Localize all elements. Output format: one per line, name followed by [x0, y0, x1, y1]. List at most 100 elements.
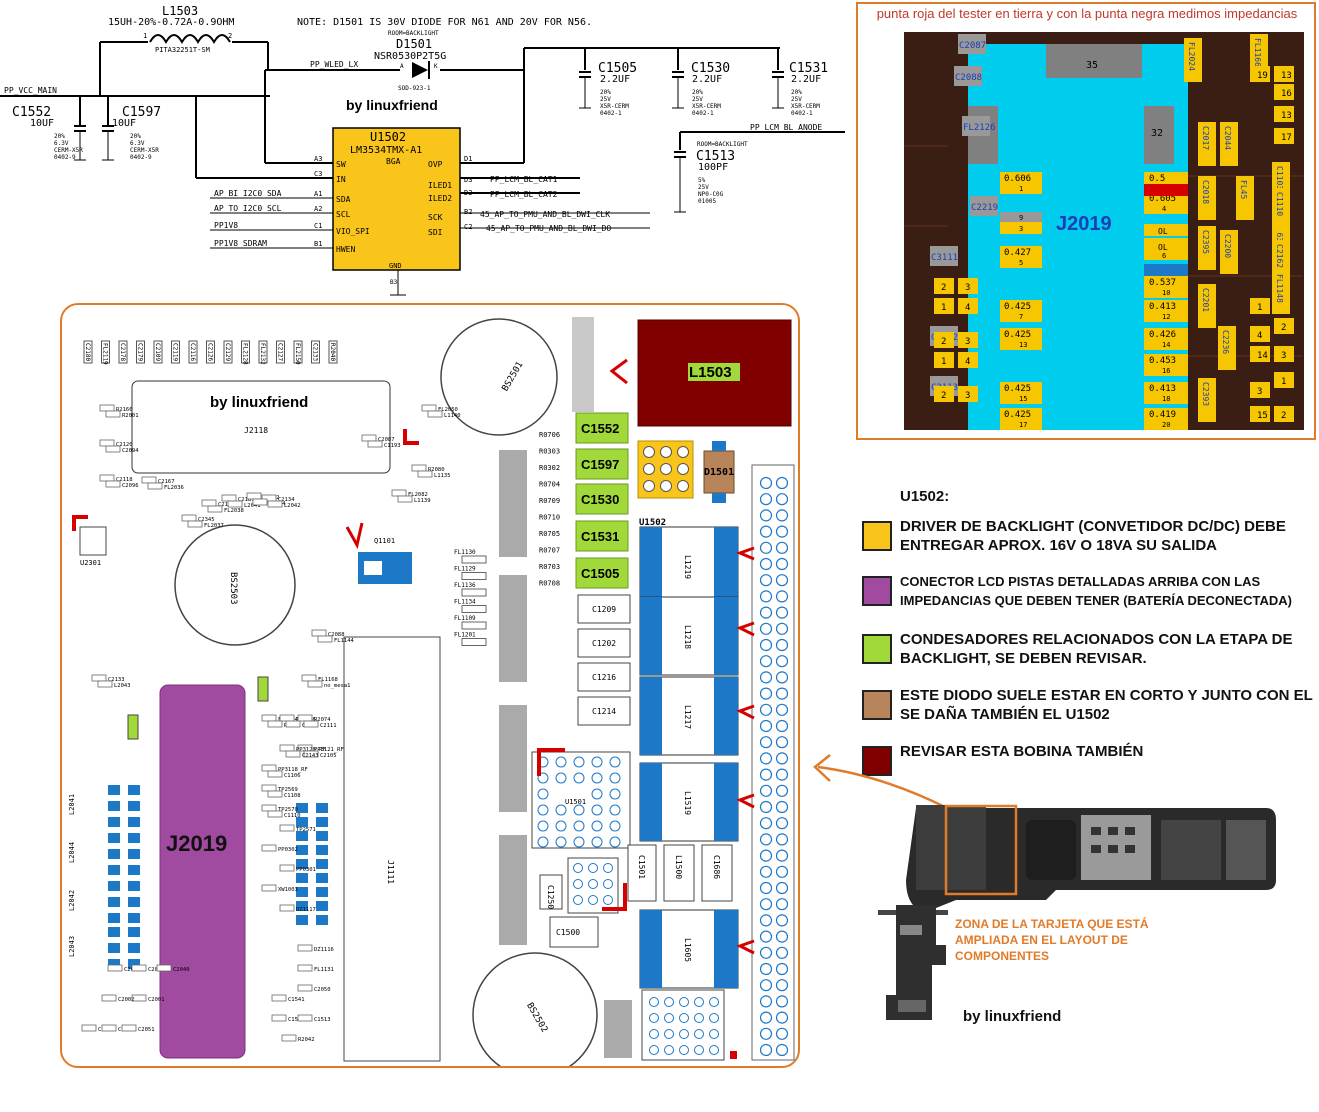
j2118-connector[interactable] — [131, 380, 391, 474]
left-inductor-pad — [108, 801, 120, 811]
inductor-label: L1219 — [683, 555, 692, 579]
right-pad-18[interactable] — [1144, 382, 1188, 404]
u1502-pkg: BGA — [386, 157, 401, 166]
part-c1500[interactable] — [549, 916, 599, 948]
u1502-ball — [677, 463, 689, 475]
small-part-label: C2134 — [278, 497, 295, 503]
u1501-ball — [537, 820, 549, 832]
top-row-label: FL2128 — [242, 343, 249, 365]
green-cap-c1505[interactable] — [575, 557, 629, 589]
cap-spec: CERM-X5R — [130, 147, 159, 154]
legend-swatch — [862, 521, 892, 551]
ol-pad-2 — [1144, 238, 1188, 260]
btb-pin — [775, 817, 789, 830]
left-pad-15[interactable] — [1000, 382, 1042, 404]
bottom-grid-ball — [679, 1029, 689, 1039]
net-pp1v8-sdram: PP1V8_SDRAM — [214, 239, 267, 248]
u2301-footprint[interactable] — [79, 526, 107, 556]
right-pad-16[interactable] — [1144, 354, 1188, 376]
j2019-lcd-connector[interactable] — [159, 684, 246, 1059]
right-pad-12[interactable] — [1144, 300, 1188, 322]
part-l1500[interactable] — [663, 844, 695, 902]
u1502-pin-ovp: OVP — [428, 160, 443, 169]
left-pad-13[interactable] — [1000, 328, 1042, 350]
right-pad-4[interactable] — [1144, 192, 1188, 214]
part-c1501[interactable] — [627, 844, 657, 902]
zoom-small-num: 1 — [941, 357, 946, 367]
zoom-small-pad — [1250, 406, 1270, 422]
resistor-label: R0303 — [539, 448, 560, 456]
btb-pin — [759, 1027, 773, 1040]
u1501-footprint[interactable] — [531, 751, 631, 849]
left-pad-1[interactable] — [1000, 172, 1042, 194]
u1502-pin-iled1: ILED1 — [428, 181, 452, 190]
right-pad-num: 4 — [1162, 205, 1166, 213]
green-cap-c1530[interactable] — [575, 483, 629, 515]
right-pad-20[interactable] — [1144, 408, 1188, 430]
green-cap-c1531[interactable] — [575, 520, 629, 552]
small-part — [307, 680, 323, 688]
left-pad-5[interactable] — [1000, 246, 1042, 268]
pp3121-strip — [572, 317, 594, 412]
left-inductor-pad — [128, 833, 140, 843]
small-part-label: PP3118_RF — [278, 767, 308, 773]
center-inductor-pad — [296, 873, 308, 883]
right-pad-10[interactable] — [1144, 276, 1188, 298]
top-row-part — [223, 340, 233, 364]
u1502-chip[interactable] — [332, 127, 461, 271]
logic-board-photo[interactable] — [876, 800, 1276, 915]
green-cap-c1597[interactable] — [575, 448, 629, 480]
zoom-comp-label: C2219 — [971, 203, 998, 213]
u1502-ball — [660, 480, 672, 492]
small-part-label: C2087 — [378, 437, 395, 443]
left-inductor-pad — [128, 801, 140, 811]
filter-label: FL1134 — [454, 599, 476, 606]
small-part-label: C2181 — [238, 497, 255, 503]
zoom-comp-right — [1220, 230, 1238, 274]
pad-9 — [1000, 212, 1042, 222]
zoom-small-pad — [1250, 326, 1270, 342]
small-part-label: TP2570 — [278, 807, 298, 813]
btb-pin — [775, 719, 789, 733]
center-inductor-pad — [296, 831, 308, 841]
left-pad-7[interactable] — [1000, 300, 1042, 322]
part-c1250[interactable] — [539, 874, 563, 910]
left-inductor-pad — [108, 817, 120, 827]
u1502-ball — [677, 480, 689, 492]
left-pad-17[interactable] — [1000, 408, 1042, 430]
part-c1686[interactable] — [701, 844, 733, 902]
u1502-pin-num: A1 — [314, 190, 322, 198]
u1502-pin-num: A3 — [314, 155, 322, 163]
btb-pin — [759, 930, 773, 943]
btb-pin — [775, 849, 789, 862]
btb-pin — [775, 752, 789, 765]
u1502-pin-num: C2 — [464, 223, 472, 231]
btb-pin — [759, 622, 773, 635]
inductor-label: L1519 — [683, 791, 692, 815]
btb-pin — [759, 574, 773, 587]
boxed-cap-c1214[interactable] — [577, 696, 631, 726]
right-pad-14[interactable] — [1144, 328, 1188, 350]
zoom-small-num: 2 — [941, 337, 946, 347]
left-inductor-label: L2042 — [68, 890, 76, 911]
boxed-cap-c1209[interactable] — [577, 594, 631, 624]
green-cap-c1552[interactable] — [575, 412, 629, 444]
zoom-small-pad — [1250, 66, 1270, 82]
l1503-part: PITA32251T-SM — [155, 46, 210, 54]
legend-swatch — [862, 634, 892, 664]
btb-pin — [775, 898, 789, 911]
top-row-part — [101, 340, 110, 364]
btb-pin — [759, 638, 773, 652]
u1501-ball — [609, 756, 621, 768]
zoom-comp-label: C2395 — [1201, 230, 1210, 254]
small-part-label: C2111 — [320, 723, 337, 729]
boxed-cap-c1216[interactable] — [577, 662, 631, 692]
left-inductor-pad — [108, 959, 120, 969]
left-pad-value: 0.606 — [1004, 174, 1031, 184]
d1501-diode[interactable] — [703, 450, 735, 494]
zoom-comp-label: C1103 — [1275, 166, 1284, 190]
btb-pin — [775, 590, 789, 603]
boxed-cap-c1202[interactable] — [577, 628, 631, 658]
j1111-connector[interactable] — [343, 636, 441, 1062]
